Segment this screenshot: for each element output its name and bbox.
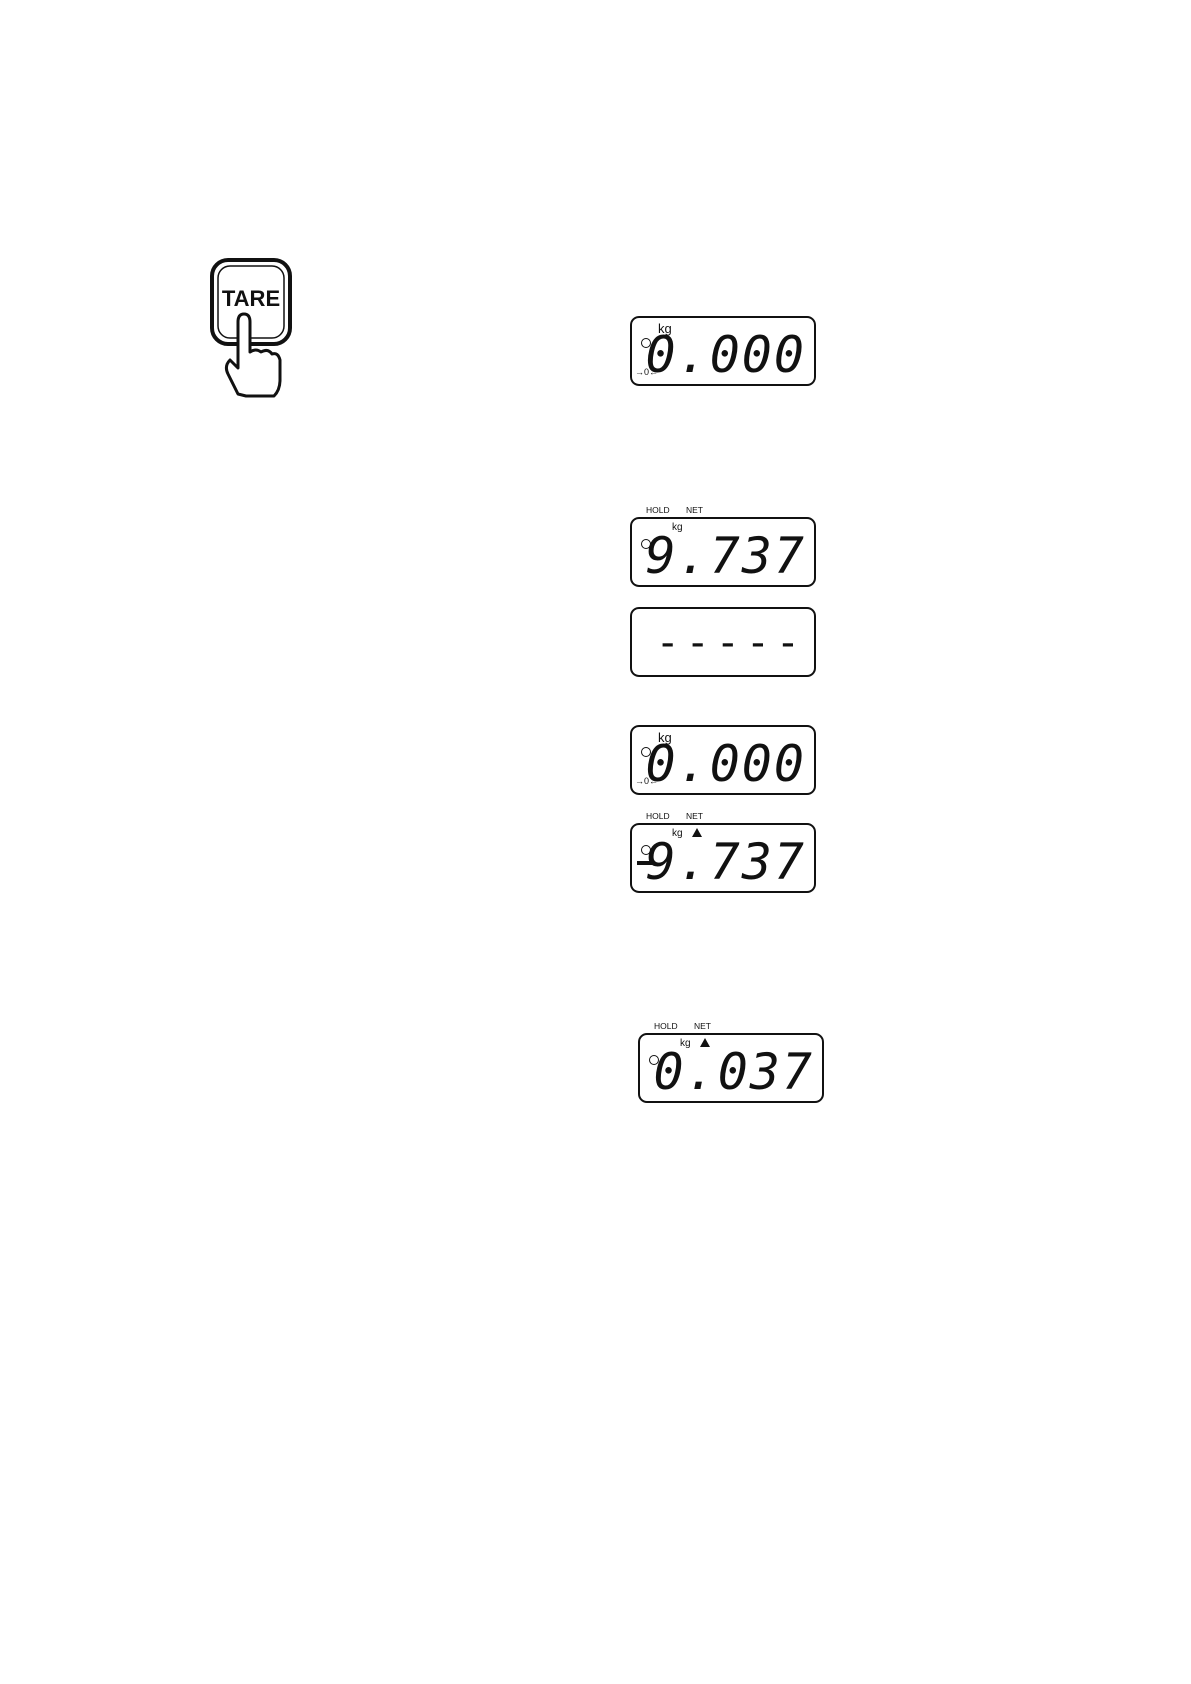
lcd-display-1: kg →0← 0.000: [630, 316, 816, 386]
lcd-display-5: kg 9.737: [630, 823, 816, 893]
lcd-display-4: kg →0← 0.000: [630, 725, 816, 795]
busy-readout: -----: [656, 623, 806, 663]
net-annunciator: NET: [686, 812, 703, 821]
weight-readout: 0.000: [645, 739, 806, 789]
lcd-display-3: -----: [630, 607, 816, 677]
hold-annunciator: HOLD: [654, 1022, 678, 1031]
tare-key-illustration: TARE: [208, 256, 294, 406]
net-annunciator: NET: [686, 506, 703, 515]
weight-readout: 0.037: [653, 1047, 814, 1097]
hold-annunciator: HOLD: [646, 506, 670, 515]
tare-button-icon: TARE: [208, 256, 294, 406]
weight-readout: 9.737: [645, 531, 806, 581]
weight-readout: 0.000: [645, 330, 806, 380]
tare-label: TARE: [222, 286, 280, 311]
net-annunciator: NET: [694, 1022, 711, 1031]
weight-readout: 9.737: [645, 837, 806, 887]
lcd-display-2: kg 9.737: [630, 517, 816, 587]
hold-annunciator: HOLD: [646, 812, 670, 821]
lcd-display-6: kg 0.037: [638, 1033, 824, 1103]
